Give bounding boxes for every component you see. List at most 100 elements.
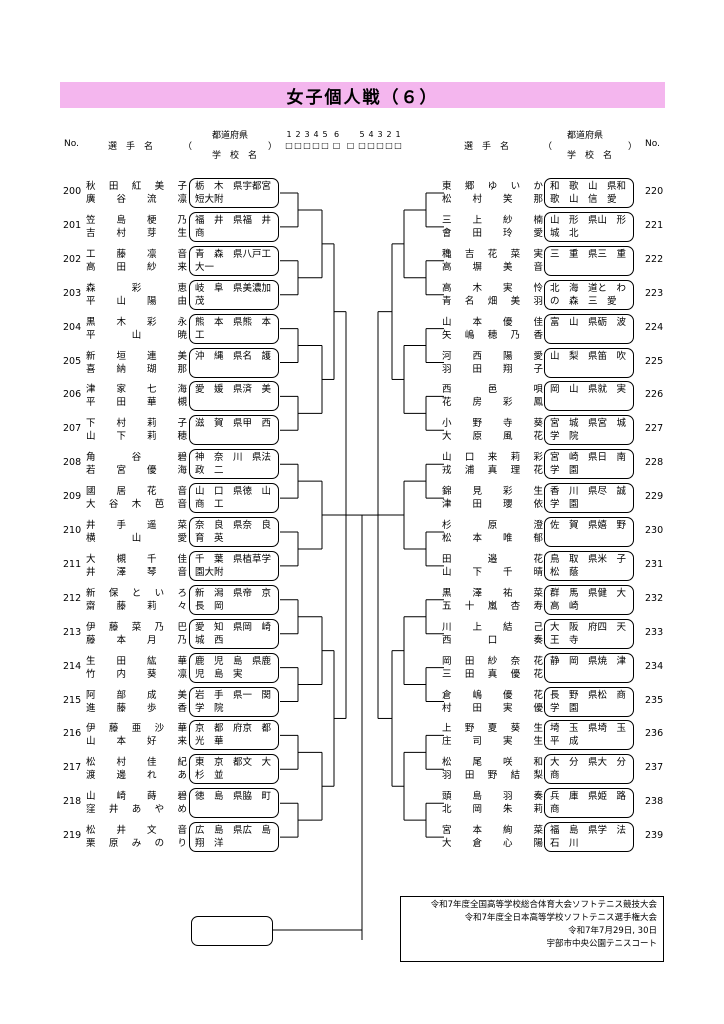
player-name: 阿 部 成 美 — [86, 689, 187, 701]
player-name: 三 上 紗 楠 — [442, 214, 543, 226]
player-name: 東 郷 ゆ い か — [442, 181, 543, 192]
round-box: □ — [376, 141, 385, 150]
prefecture: 鹿 児 島 県 — [195, 655, 262, 667]
entry-number: 223 — [645, 287, 664, 299]
player-names: 山 口 来 莉 彩戎 浦 真 理 花 — [442, 451, 543, 477]
player-name: 松 井 文 音 — [86, 825, 187, 837]
player-name: 笠 島 梗 乃 — [86, 214, 187, 226]
player-name: 廣 谷 流 凛 — [86, 194, 187, 205]
prefecture: 埼 玉 県 — [550, 723, 598, 735]
player-names: 伊 藤 亜 沙 華山 本 好 来 — [86, 722, 187, 748]
player-name: 川 上 結 己 — [442, 621, 543, 633]
player-name: 高 木 実 怜 — [442, 282, 543, 294]
player-name: 喜 納 瑚 那 — [86, 363, 187, 375]
school-name: 四 天 王 寺 — [550, 621, 636, 646]
school-bracket-box — [189, 381, 279, 412]
player-name: 井 澤 琴 音 — [86, 566, 187, 578]
tournament-info: 令和7年度全国高等学校総合体育大会ソフトテニス競技大会 令和7年度全日本高等学校… — [400, 896, 664, 962]
school-name: 奈 良 育 英 — [195, 520, 281, 544]
player-names: 山 本 優 佳矢 嶋 穂 乃 香 — [442, 316, 543, 342]
entry-number: 210 — [63, 525, 82, 536]
prefecture: 群 馬 県 — [550, 587, 598, 599]
school-info: 千 葉 県植草学園大附 — [195, 553, 273, 579]
school-info: 岐 阜 県美濃加茂 — [195, 282, 273, 308]
player-name: 秋 田 紅 美 子 — [86, 181, 187, 192]
player-name: 岡 田 紗 奈 花 — [442, 655, 543, 667]
prefecture: 和 歌 山 県 — [550, 181, 617, 192]
player-names: 三 上 紗 楠會 田 玲 愛 — [442, 214, 543, 240]
school-name: 和 歌 山 信 愛 — [550, 181, 636, 205]
entry-number: 216 — [63, 728, 82, 740]
player-name: 津 家 七 海 — [86, 384, 187, 396]
school-info: 広 島 県広 島 翔 洋 — [195, 824, 281, 850]
round-box: □ — [332, 141, 342, 150]
player-name: 松 村 笑 那 — [442, 194, 543, 205]
player-names: 伊 藤 菜 乃 巴藤 本 月 乃 — [86, 621, 187, 647]
school-bracket-box — [544, 618, 634, 649]
page-title: 女子個人戦（６） — [60, 82, 665, 108]
round-label: 5 — [359, 130, 366, 139]
entry-number: 212 — [63, 592, 82, 604]
player-names: 川 上 結 己西 口 奏 — [442, 621, 543, 647]
player-name: 西 邑 唄 — [442, 384, 543, 396]
school-bracket-box — [189, 686, 279, 717]
player-name: 竹 内 葵 凛 — [86, 668, 187, 680]
player-name: 森 彩 恵 — [86, 282, 187, 294]
school-name: 広 島 翔 洋 — [195, 825, 281, 850]
school-info: 熊 本 県熊 本 工 — [195, 316, 281, 342]
school-name: 植草学園大附 — [195, 553, 272, 578]
player-name: 山 本 優 佳 — [442, 316, 543, 328]
player-names: 上 野 夏 葵 生庄 司 実 生 — [442, 722, 543, 748]
school-info: 青 森 県八戸工大一 — [195, 248, 273, 274]
school-info: 滋 賀 県甲 西 — [195, 417, 273, 430]
school-name: 嬉 野 — [597, 520, 627, 531]
player-name: 宮 本 絢 菜 — [442, 825, 543, 837]
school-name: 松 商 学 園 — [550, 689, 636, 714]
player-name: 頭 島 羽 奏 — [442, 791, 543, 803]
school-bracket-box — [189, 449, 279, 480]
school-bracket-box — [189, 788, 279, 819]
school-bracket-box — [189, 279, 279, 310]
open-paren-right: （ — [543, 142, 553, 152]
school-info: 岩 手 県一 関 学 院 — [195, 689, 281, 715]
player-name: 松 本 唯 郁 — [442, 533, 543, 544]
entry-number: 208 — [63, 457, 82, 469]
school-bracket-box — [189, 347, 279, 378]
player-name: 倉 嶋 優 花 — [442, 689, 543, 701]
round-box: □ — [294, 141, 303, 150]
round-box: □ — [394, 141, 403, 150]
school-info: 栃 木 県宇都宮短大附 — [195, 180, 273, 206]
school-bracket-box — [544, 720, 634, 751]
entry-number: 234 — [645, 660, 664, 672]
entry-number: 203 — [63, 287, 82, 299]
school-name: 砺 波 — [597, 316, 627, 328]
prefecture: 岡 山 県 — [550, 384, 598, 396]
prefecture: 岩 手 県 — [195, 689, 243, 701]
prefecture: 愛 知 県 — [195, 621, 243, 633]
school-name: 徳 山 商 工 — [195, 486, 281, 511]
school-name: 笛 吹 — [597, 350, 627, 362]
player-name: 新 保 と い ろ — [86, 587, 187, 599]
school-info: 奈 良 県奈 良 育 英 — [195, 519, 281, 545]
round-box: □ — [367, 141, 376, 150]
prefecture: 神 奈 川 県 — [195, 452, 262, 464]
pref-header-right: 都道府県 — [567, 131, 604, 141]
prefecture: 山 形 県 — [550, 214, 598, 226]
player-names: 黒 木 彩 永平 山 暁 — [86, 316, 187, 342]
player-name: 松 村 佳 紀 — [86, 757, 187, 769]
player-name: 西 口 奏 — [442, 634, 543, 646]
school-bracket-box — [189, 415, 279, 446]
open-paren-left: （ — [183, 142, 193, 152]
prefecture: 大 分 県 — [550, 757, 598, 769]
player-names: 大 槻 千 佳井 澤 琴 音 — [86, 553, 187, 579]
player-name: 黒 澤 祐 菜 — [442, 587, 543, 599]
player-name: 藤 本 月 乃 — [86, 634, 187, 646]
school-bracket-box — [189, 313, 279, 344]
school-info: 山 口 県徳 山 商 工 — [195, 485, 281, 511]
player-name: 大 谷 木 芭 音 — [86, 499, 187, 511]
school-info: 長 野 県松 商 学 園 — [550, 689, 636, 715]
no-header-right: No. — [645, 139, 660, 149]
school-bracket-box — [544, 313, 634, 344]
player-name: 平 山 暁 — [86, 329, 187, 341]
player-names: 井 手 遥 菜横 山 愛 — [86, 519, 187, 545]
